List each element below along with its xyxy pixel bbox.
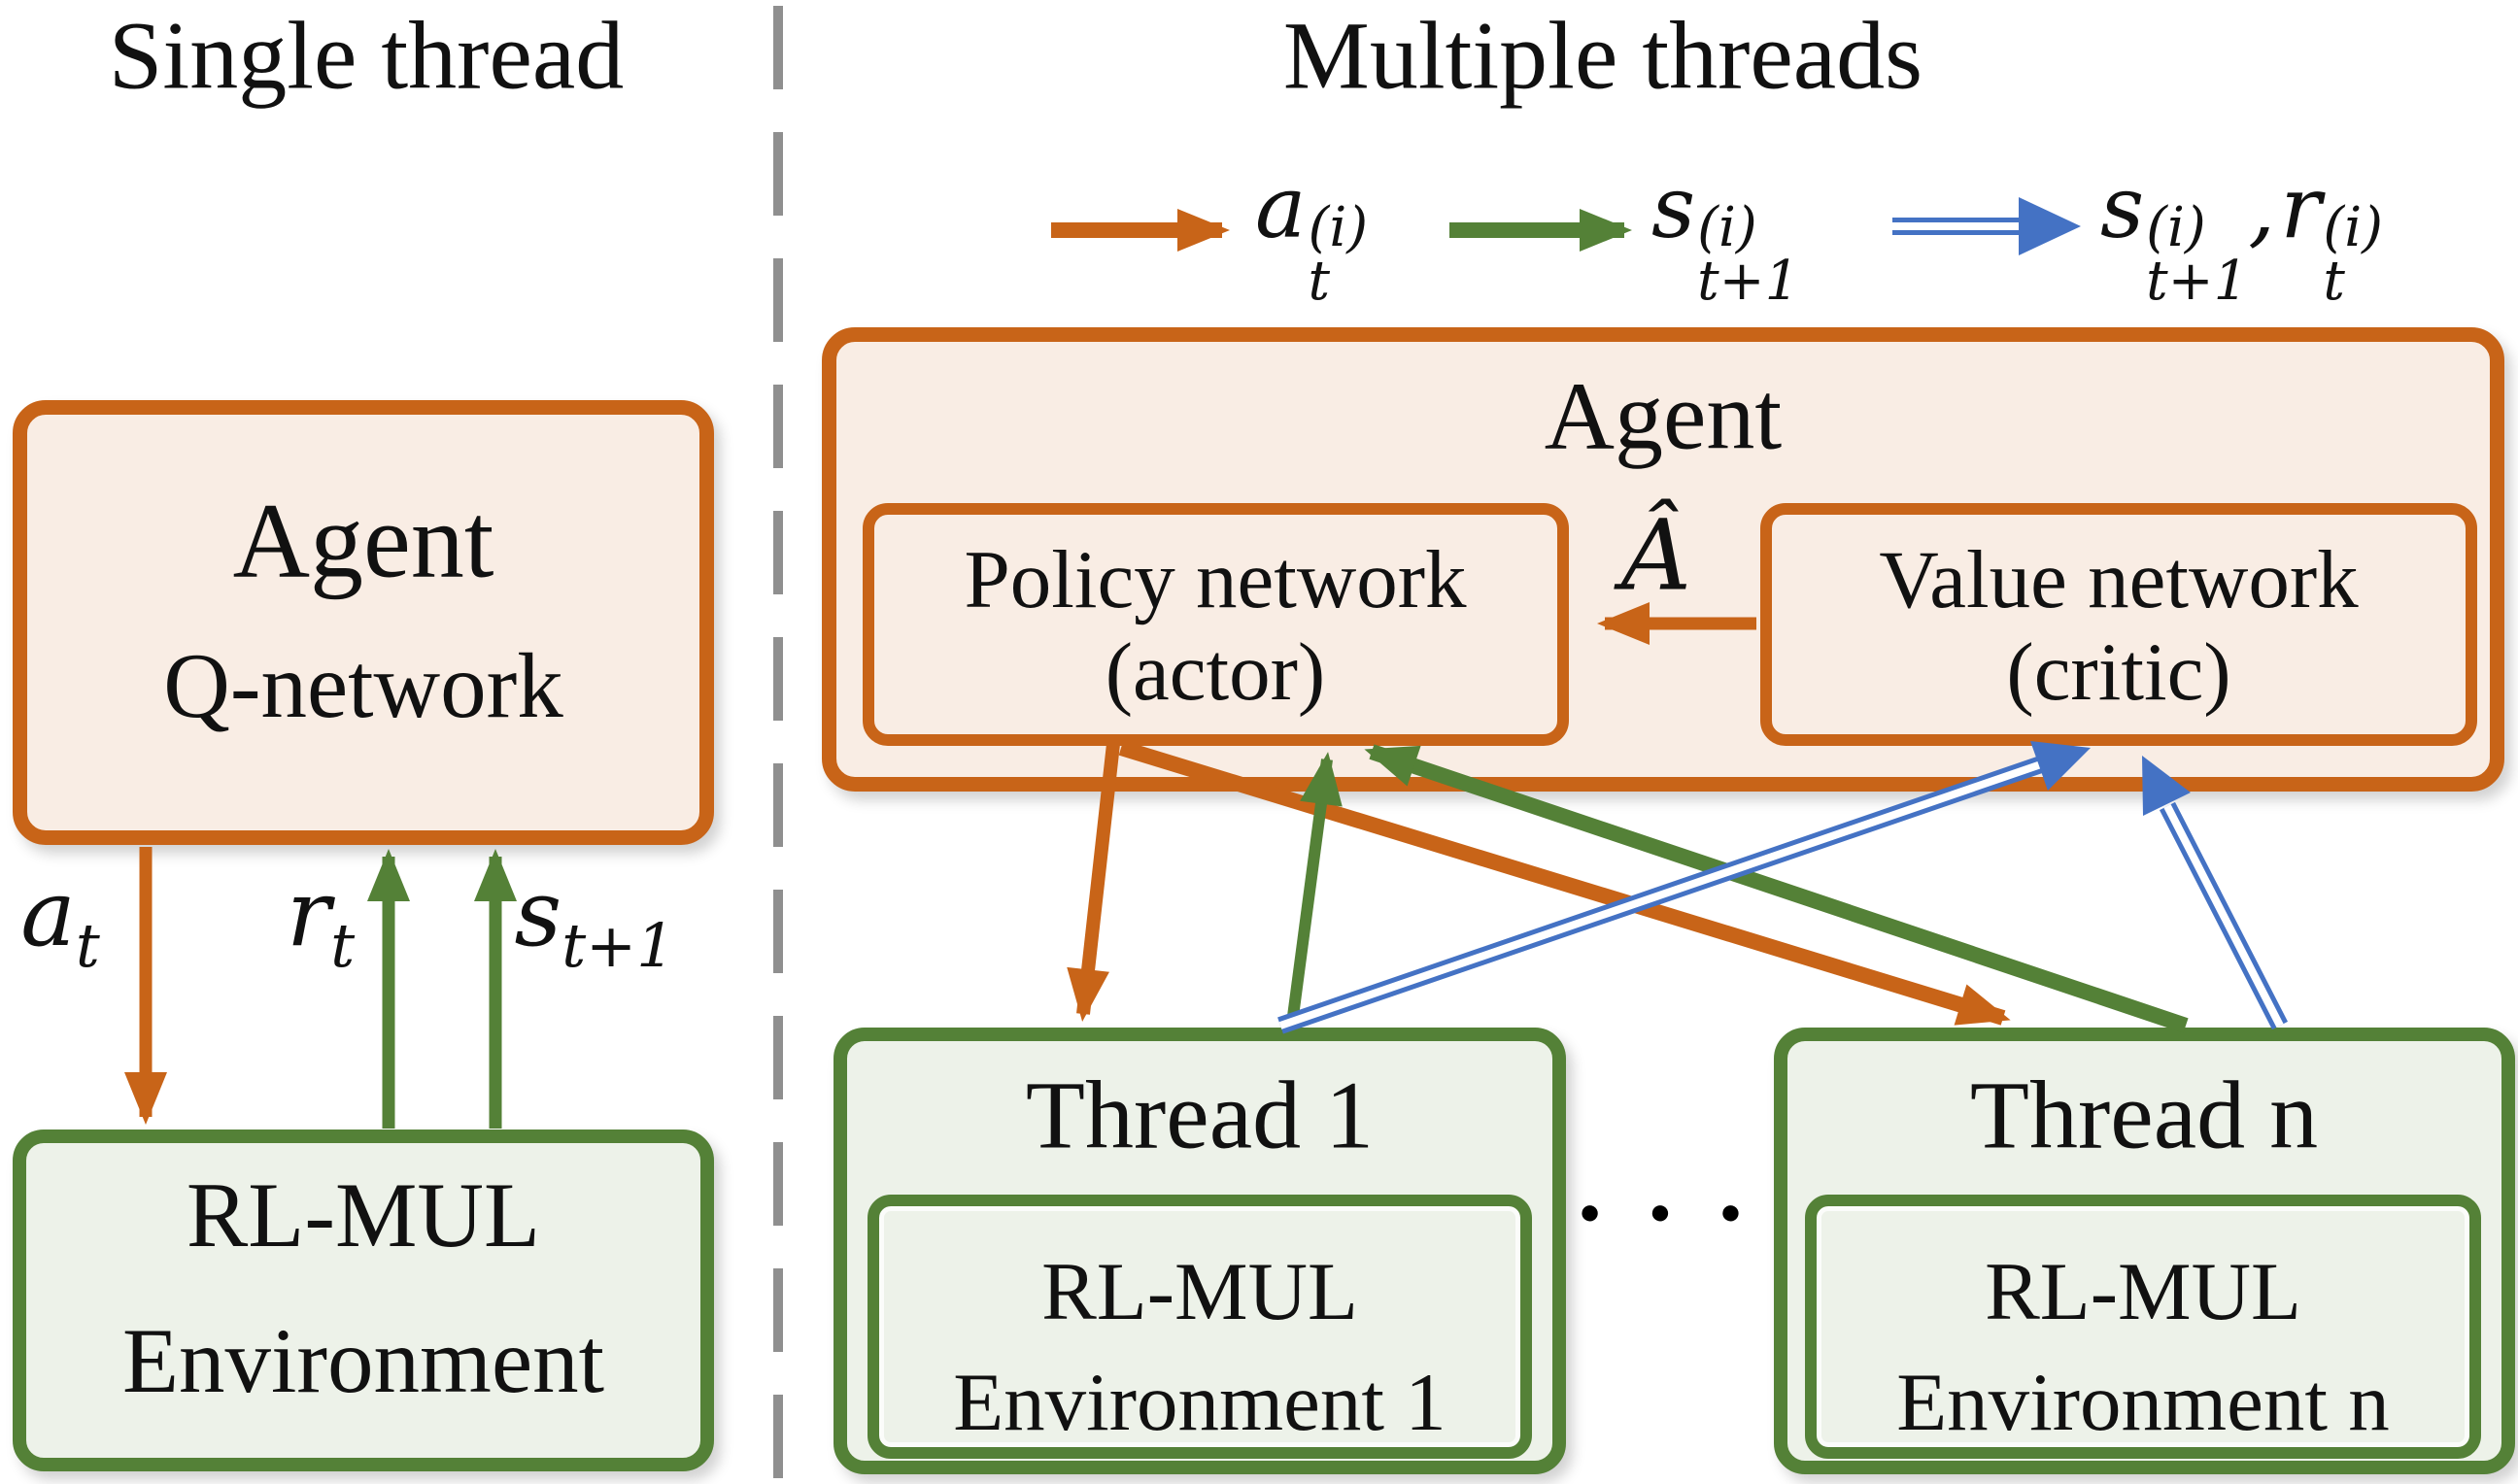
thread1-title: Thread 1	[1025, 1061, 1375, 1169]
qnetwork-label: Q-network	[163, 634, 563, 737]
legend-state-reward-label: s(i)t+1, r(i)t	[2100, 157, 2383, 313]
value-line1: Value network	[1879, 534, 2359, 625]
thread1-env-line1: RL-MUL	[1041, 1246, 1358, 1337]
legend-action-label: a(i)t	[1255, 157, 1369, 313]
value-network-box	[1760, 503, 2477, 746]
value-line2: (critic)	[2006, 626, 2231, 718]
env-line1: RL-MUL	[186, 1164, 541, 1266]
env-line2: Environment	[121, 1309, 605, 1412]
threads-ellipsis: ● ● ●	[1579, 1192, 1761, 1232]
state-reward-arrow-threadn	[2142, 756, 2289, 1030]
threadn-env-line1: RL-MUL	[1985, 1246, 2301, 1337]
rlmul-environment-box	[13, 1130, 714, 1471]
state-arrow-threadn	[1364, 744, 2189, 1033]
agent-qnetwork-box	[13, 400, 714, 845]
multiple-threads-title: Multiple threads	[1282, 1, 1923, 110]
single-thread-title: Single thread	[108, 1, 625, 110]
action-label: at	[20, 860, 100, 981]
threadn-env-box	[1805, 1195, 2481, 1459]
thread1-env-box	[868, 1195, 1532, 1459]
agent-label: Agent	[232, 481, 494, 600]
state-label: st+1	[514, 860, 675, 981]
state-arrow-thread1	[1286, 752, 1343, 1025]
threadn-title: Thread n	[1969, 1061, 2319, 1169]
legend-state-reward-arrow-icon	[1892, 197, 2081, 255]
thread1-env-line2: Environment 1	[953, 1357, 1446, 1448]
threadn-env-line2: Environment n	[1896, 1357, 2390, 1448]
policy-line1: Policy network	[964, 534, 1467, 625]
legend-state-label: s(i)t+1	[1651, 157, 1800, 313]
reward-label: rt	[286, 860, 356, 981]
policy-line2: (actor)	[1105, 626, 1326, 718]
multi-agent-label: Agent	[1544, 361, 1783, 470]
policy-network-box	[863, 503, 1569, 746]
advantage-label: Â	[1620, 498, 1692, 613]
